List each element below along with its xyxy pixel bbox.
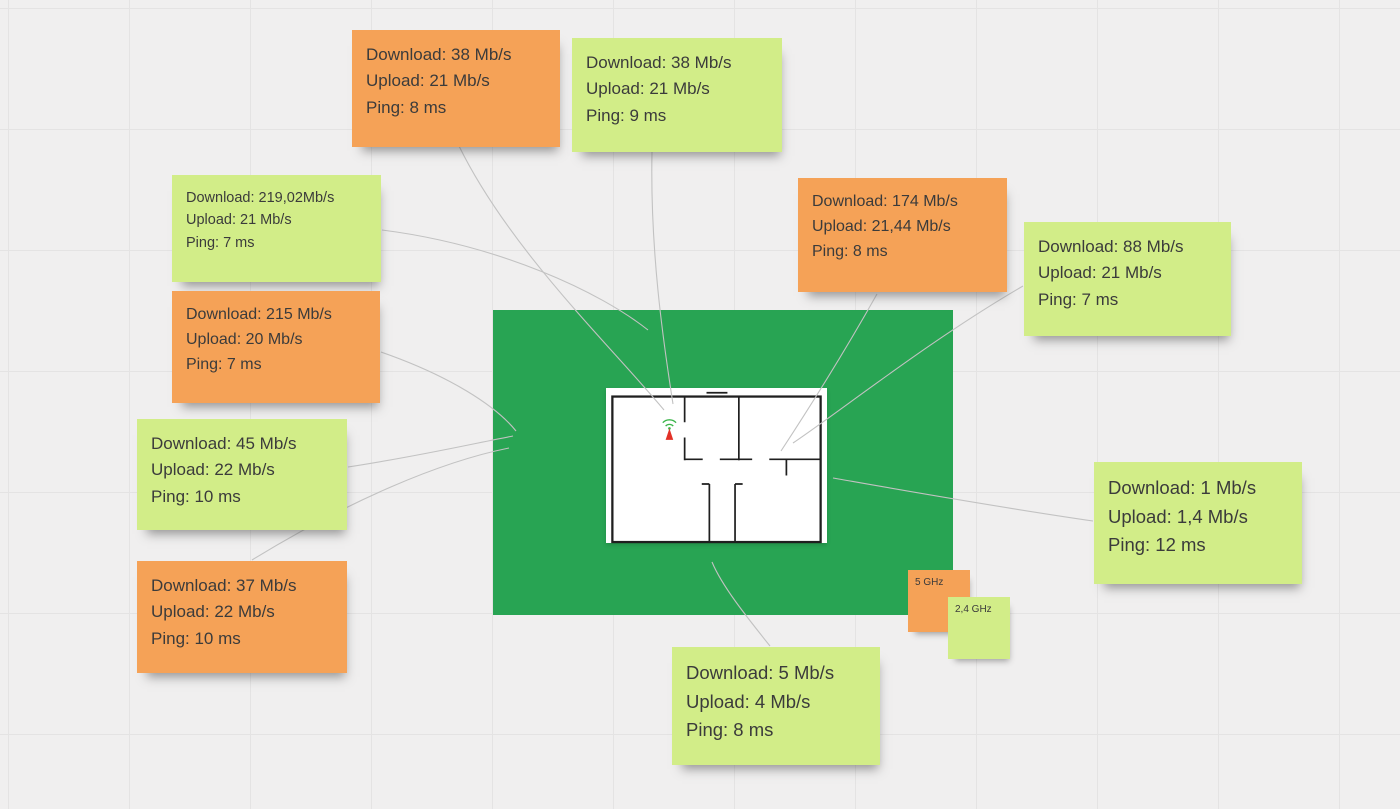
download-value: Download: 219,02Mb/s bbox=[186, 190, 335, 206]
ping-value: Ping: 10 ms bbox=[151, 628, 241, 648]
band-label: 5 GHz bbox=[915, 577, 944, 588]
upload-value: Upload: 21 Mb/s bbox=[1038, 263, 1162, 283]
download-value: Download: 88 Mb/s bbox=[1038, 237, 1184, 256]
download-value: Download: 215 Mb/s bbox=[186, 306, 332, 323]
interior-wall bbox=[734, 483, 743, 543]
download-value: Download: 45 Mb/s bbox=[151, 434, 297, 453]
sticky-note-215[interactable]: Download: 215 Mb/s Upload: 20 Mb/s Ping:… bbox=[172, 291, 380, 403]
ping-value: Ping: 8 ms bbox=[686, 719, 774, 741]
ping-value: Ping: 7 ms bbox=[1038, 289, 1119, 309]
ping-value: Ping: 8 ms bbox=[812, 242, 888, 260]
download-value: Download: 37 Mb/s bbox=[151, 576, 297, 595]
floorplan-drawing bbox=[611, 391, 822, 544]
band-label: 2,4 GHz bbox=[955, 604, 992, 615]
sticky-note-37[interactable]: Download: 37 Mb/s Upload: 22 Mb/s Ping: … bbox=[137, 561, 347, 673]
upload-value: Upload: 21,44 Mb/s bbox=[812, 217, 951, 235]
ping-value: Ping: 12 ms bbox=[1108, 534, 1206, 556]
upload-value: Upload: 22 Mb/s bbox=[151, 602, 275, 622]
download-value: Download: 38 Mb/s bbox=[586, 53, 732, 72]
ping-value: Ping: 7 ms bbox=[186, 234, 255, 251]
upload-value: Upload: 21 Mb/s bbox=[186, 212, 292, 229]
upload-value: Upload: 4 Mb/s bbox=[686, 690, 811, 712]
upload-value: Upload: 21 Mb/s bbox=[366, 71, 490, 91]
upload-value: Upload: 1,4 Mb/s bbox=[1108, 505, 1248, 527]
sticky-note-219[interactable]: Download: 219,02Mb/s Upload: 21 Mb/s Pin… bbox=[172, 175, 381, 282]
download-value: Download: 38 Mb/s bbox=[366, 45, 512, 64]
sticky-note-88[interactable]: Download: 88 Mb/s Upload: 21 Mb/s Ping: … bbox=[1024, 222, 1231, 336]
wifi-antenna-icon bbox=[662, 419, 677, 440]
interior-wall bbox=[701, 483, 711, 543]
ping-value: Ping: 8 ms bbox=[366, 97, 447, 117]
upload-value: Upload: 21 Mb/s bbox=[586, 79, 710, 99]
sticky-note-45[interactable]: Download: 45 Mb/s Upload: 22 Mb/s Ping: … bbox=[137, 419, 347, 530]
download-value: Download: 5 Mb/s bbox=[686, 662, 835, 683]
download-value: Download: 174 Mb/s bbox=[812, 193, 958, 210]
upload-value: Upload: 22 Mb/s bbox=[151, 460, 275, 480]
connector-line bbox=[347, 435, 514, 468]
upload-value: Upload: 20 Mb/s bbox=[186, 330, 303, 348]
outer-wall bbox=[611, 395, 822, 544]
floorplan[interactable] bbox=[606, 388, 827, 544]
ping-value: Ping: 10 ms bbox=[151, 486, 241, 506]
sticky-note-2-4ghz[interactable]: 2,4 GHz bbox=[948, 597, 1010, 659]
sticky-note-38-ping8[interactable]: Download: 38 Mb/s Upload: 21 Mb/s Ping: … bbox=[352, 30, 560, 147]
ping-value: Ping: 9 ms bbox=[586, 105, 667, 125]
download-value: Download: 1 Mb/s bbox=[1108, 477, 1257, 498]
floorplan-board[interactable] bbox=[493, 310, 953, 615]
sticky-note-174[interactable]: Download: 174 Mb/s Upload: 21,44 Mb/s Pi… bbox=[798, 178, 1007, 292]
ping-value: Ping: 7 ms bbox=[186, 355, 262, 373]
sticky-note-38-ping9[interactable]: Download: 38 Mb/s Upload: 21 Mb/s Ping: … bbox=[572, 38, 782, 152]
sticky-note-1[interactable]: Download: 1 Mb/s Upload: 1,4 Mb/s Ping: … bbox=[1094, 462, 1302, 584]
sticky-note-5[interactable]: Download: 5 Mb/s Upload: 4 Mb/s Ping: 8 … bbox=[672, 647, 880, 765]
